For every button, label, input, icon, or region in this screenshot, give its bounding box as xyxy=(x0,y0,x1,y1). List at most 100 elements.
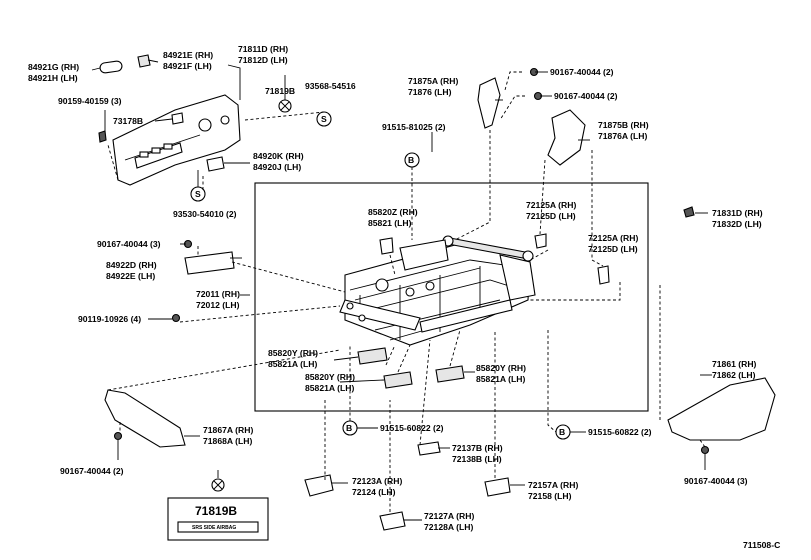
clip-85820Z xyxy=(379,237,394,255)
clip-73178B xyxy=(171,112,184,125)
cover-72137B xyxy=(417,441,441,456)
cover-72123A xyxy=(304,474,334,497)
svg-text:B: B xyxy=(346,423,352,433)
label-85820Z: 85820Z (RH) xyxy=(368,207,418,217)
bolt-90167-e xyxy=(700,445,710,455)
shield-71867A xyxy=(104,389,186,448)
label-91515-right: 91515-60822 (2) xyxy=(588,427,652,437)
label-71867A: 71867A (RH) xyxy=(203,425,253,435)
label-84921G: 84921G (RH) xyxy=(28,62,79,72)
cover-72127A xyxy=(379,511,406,531)
cover-71875A xyxy=(477,77,501,129)
label-84920K: 84920K (RH) xyxy=(253,151,304,161)
label-84922E: 84922E (LH) xyxy=(106,271,155,281)
svg-text:B: B xyxy=(408,155,414,165)
label-71811D: 71811D (RH) xyxy=(238,44,288,54)
circle-b-top: B xyxy=(404,152,420,168)
label-72124: 72124 (LH) xyxy=(352,487,396,497)
label-90159: 90159-40159 (3) xyxy=(58,96,122,106)
label-84920J: 84920J (LH) xyxy=(253,162,301,172)
bracket-84920K xyxy=(206,156,225,172)
label-85821A-a: 85821A (LH) xyxy=(268,359,317,369)
label-72125D-b: 72125D (LH) xyxy=(588,244,638,254)
connector-84922D xyxy=(184,251,235,275)
label-90167-c: 90167-40044 (3) xyxy=(97,239,161,249)
label-85820Y-c: 85820Y (RH) xyxy=(476,363,526,373)
bolt-90119 xyxy=(171,313,181,323)
clip-71831D xyxy=(683,206,695,218)
label-71862: 71862 (LH) xyxy=(712,370,756,380)
seat-adjuster-assembly xyxy=(339,235,536,346)
label-90167-e: 90167-40044 (3) xyxy=(684,476,748,486)
plug-85820Y-a xyxy=(357,347,388,365)
circle-b-right: B xyxy=(555,424,571,440)
label-72128A: 72128A (LH) xyxy=(424,522,473,532)
label-72158: 72158 (LH) xyxy=(528,491,572,501)
label-85821: 85821 (LH) xyxy=(368,218,412,228)
label-84921H: 84921H (LH) xyxy=(28,73,78,83)
circle-s-93568: S xyxy=(316,111,332,127)
label-84921F: 84921F (LH) xyxy=(163,61,212,71)
seat-frame-box xyxy=(254,182,649,412)
label-72125A-a: 72125A (RH) xyxy=(526,200,576,210)
label-71861: 71861 (RH) xyxy=(712,359,757,369)
knob-84921E xyxy=(137,54,151,68)
label-93568: 93568-54516 xyxy=(305,81,356,91)
label-71812D: 71812D (LH) xyxy=(238,55,288,65)
cover-71875B xyxy=(547,109,586,166)
label-72157A: 72157A (RH) xyxy=(528,480,578,490)
label-box-71819B: 71819B SRS SIDE AIRBAG xyxy=(167,497,269,541)
label-72011: 72011 (RH) xyxy=(196,289,240,299)
label-90119: 90119-10926 (4) xyxy=(78,314,141,324)
label-71831D: 71831D (RH) xyxy=(712,208,763,218)
svg-text:S: S xyxy=(321,114,327,124)
svg-text:B: B xyxy=(559,427,565,437)
label-71875A: 71875A (RH) xyxy=(408,76,458,86)
label-71819B-top: 71819B xyxy=(265,86,295,96)
ref-mark-71819B-box xyxy=(211,478,225,492)
bolt-90167-d xyxy=(113,431,123,441)
label-84921E: 84921E (RH) xyxy=(163,50,213,60)
label-71868A: 71868A (LH) xyxy=(203,436,252,446)
label-72137B: 72137B (RH) xyxy=(452,443,503,453)
label-71875B: 71875B (RH) xyxy=(598,120,649,130)
label-73178B: 73178B xyxy=(113,116,143,126)
label-71832D: 71832D (LH) xyxy=(712,219,762,229)
plug-85820Y-b xyxy=(383,371,413,389)
label-84922D: 84922D (RH) xyxy=(106,260,157,270)
label-72123A: 72123A (RH) xyxy=(352,476,402,486)
label-72125D-a: 72125D (LH) xyxy=(526,211,576,221)
diagram-id: 711508-C xyxy=(743,540,780,550)
seat-cushion-shield-left xyxy=(112,94,241,186)
clip-72125A-a xyxy=(534,233,547,249)
label-72125A-b: 72125A (RH) xyxy=(588,233,638,243)
label-90167-a: 90167-40044 (2) xyxy=(550,67,614,77)
clip-72125A-b xyxy=(597,265,610,285)
svg-text:SRS SIDE AIRBAG: SRS SIDE AIRBAG xyxy=(192,525,236,531)
label-72138B: 72138B (LH) xyxy=(452,454,502,464)
label-91515-mid: 91515-60822 (2) xyxy=(380,423,444,433)
ref-mark-71819B-top xyxy=(278,99,292,113)
label-71876: 71876 (LH) xyxy=(408,87,452,97)
label-72127A: 72127A (RH) xyxy=(424,511,474,521)
cover-72157A xyxy=(484,477,511,497)
plug-85820Y-c xyxy=(435,365,465,383)
label-85820Y-a: 85820Y (RH) xyxy=(268,348,318,358)
knob-84921G xyxy=(99,60,123,74)
circle-b-mid: B xyxy=(342,420,358,436)
label-85820Y-b: 85820Y (RH) xyxy=(305,372,355,382)
label-90167-d: 90167-40044 (2) xyxy=(60,466,124,476)
label-91515-top: 91515-81025 (2) xyxy=(382,122,446,132)
label-85821A-b: 85821A (LH) xyxy=(305,383,354,393)
label-72012: 72012 (LH) xyxy=(196,300,240,310)
screw-90159 xyxy=(98,130,107,143)
shield-71861 xyxy=(667,377,776,441)
label-90167-b: 90167-40044 (2) xyxy=(554,91,618,101)
label-71876A: 71876A (LH) xyxy=(598,131,647,141)
svg-text:71819B: 71819B xyxy=(195,504,237,518)
svg-text:S: S xyxy=(195,189,201,199)
label-85821A-c: 85821A (LH) xyxy=(476,374,525,384)
label-93530: 93530-54010 (2) xyxy=(173,209,237,219)
